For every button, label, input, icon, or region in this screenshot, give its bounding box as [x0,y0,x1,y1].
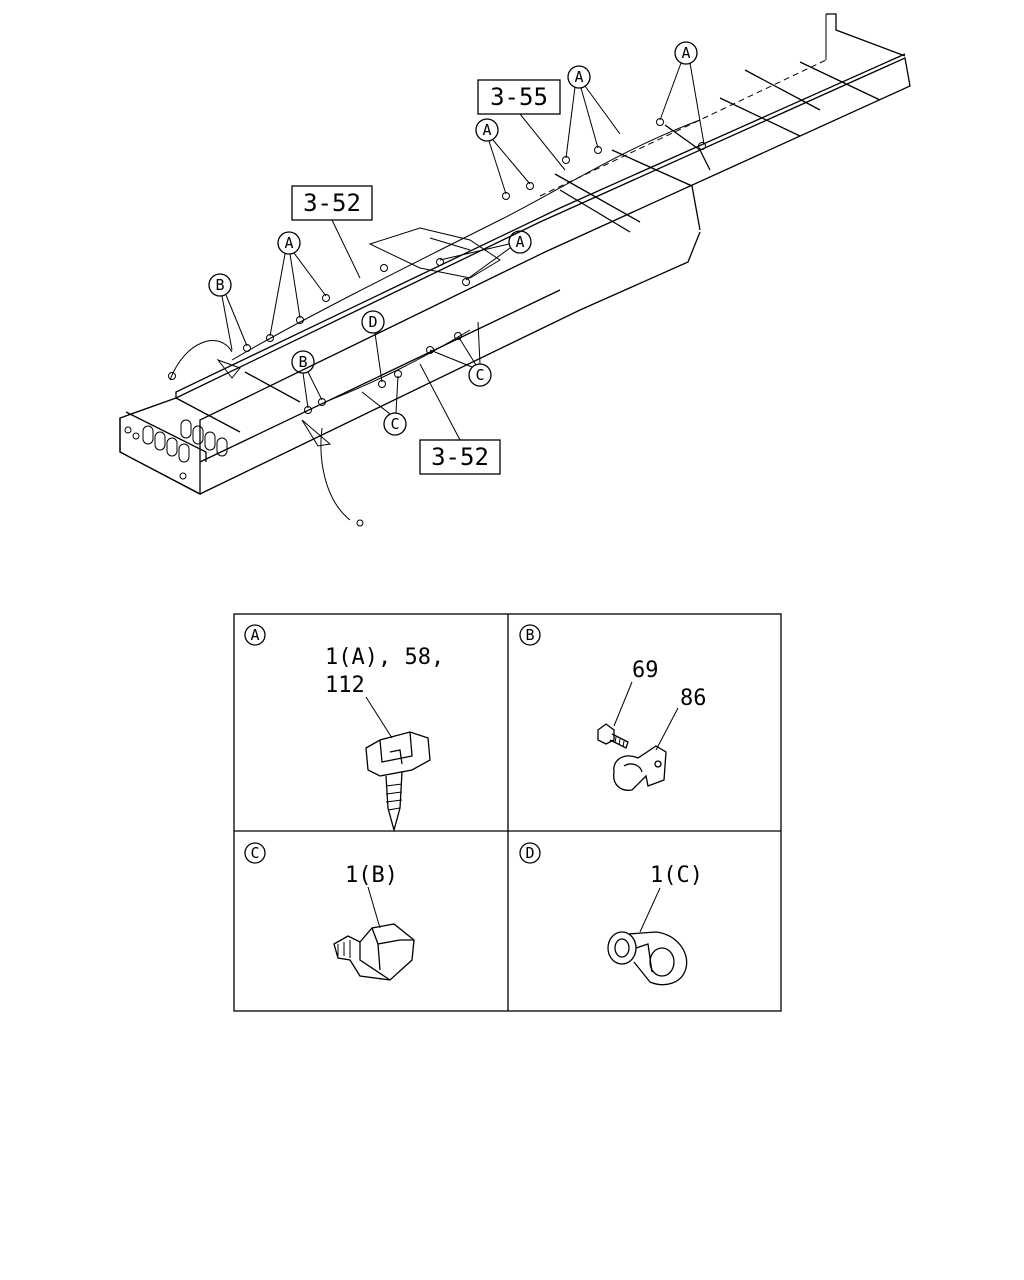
svg-text:3-52: 3-52 [303,189,361,217]
svg-text:69: 69 [632,658,659,683]
svg-text:B: B [215,276,224,294]
detail-c: C 1(B) [244,842,415,981]
marker-d-1[interactable]: D [361,310,385,383]
detail-grid [233,613,782,1012]
svg-text:A: A [250,626,259,644]
bolt-69-icon [597,723,629,749]
svg-text:A: A [515,233,524,251]
clip-1a-icon [365,731,431,833]
detail-b: B 69 86 [519,624,707,791]
marker-c-2[interactable]: C [429,321,492,387]
chassis-frame [119,13,911,527]
svg-text:1(B): 1(B) [345,863,398,888]
clip-1b-icon [333,923,415,981]
callout-3-52-bottom[interactable]: 3-52 [419,363,501,475]
marker-a-3[interactable]: A [475,118,531,195]
svg-text:C: C [475,366,484,384]
svg-text:B: B [525,626,534,644]
marker-a-4[interactable]: A [439,230,532,281]
marker-b-2[interactable]: B [291,350,323,409]
svg-text:A: A [574,68,583,86]
svg-text:112: 112 [325,673,365,698]
callout-3-55[interactable]: 3-55 [477,79,566,171]
svg-text:1(A), 58,: 1(A), 58, [325,645,444,670]
frame-holes [124,419,228,480]
clip-86-icon [613,745,667,791]
marker-a-2[interactable]: A [565,65,621,159]
marker-c-1[interactable]: C [361,375,407,436]
svg-text:C: C [390,415,399,433]
svg-text:A: A [284,234,293,252]
svg-text:D: D [368,313,377,331]
callout-3-52-top[interactable]: 3-52 [291,185,373,279]
svg-text:A: A [482,121,491,139]
svg-text:86: 86 [680,686,707,711]
marker-a-1[interactable]: A [659,41,705,145]
svg-text:A: A [681,44,690,62]
svg-text:3-52: 3-52 [431,443,489,471]
harness-clips [168,118,706,414]
svg-text:3-55: 3-55 [490,83,548,111]
svg-text:C: C [250,844,259,862]
svg-text:1(C): 1(C) [650,863,703,888]
svg-text:B: B [298,353,307,371]
detail-a: A 1(A), 58, 112 [244,624,444,833]
detail-d: D 1(C) [519,842,703,986]
svg-text:D: D [525,844,534,862]
marker-a-5[interactable]: A [269,231,327,337]
marker-b-1[interactable]: B [208,273,248,351]
clip-1c-icon [607,931,688,986]
